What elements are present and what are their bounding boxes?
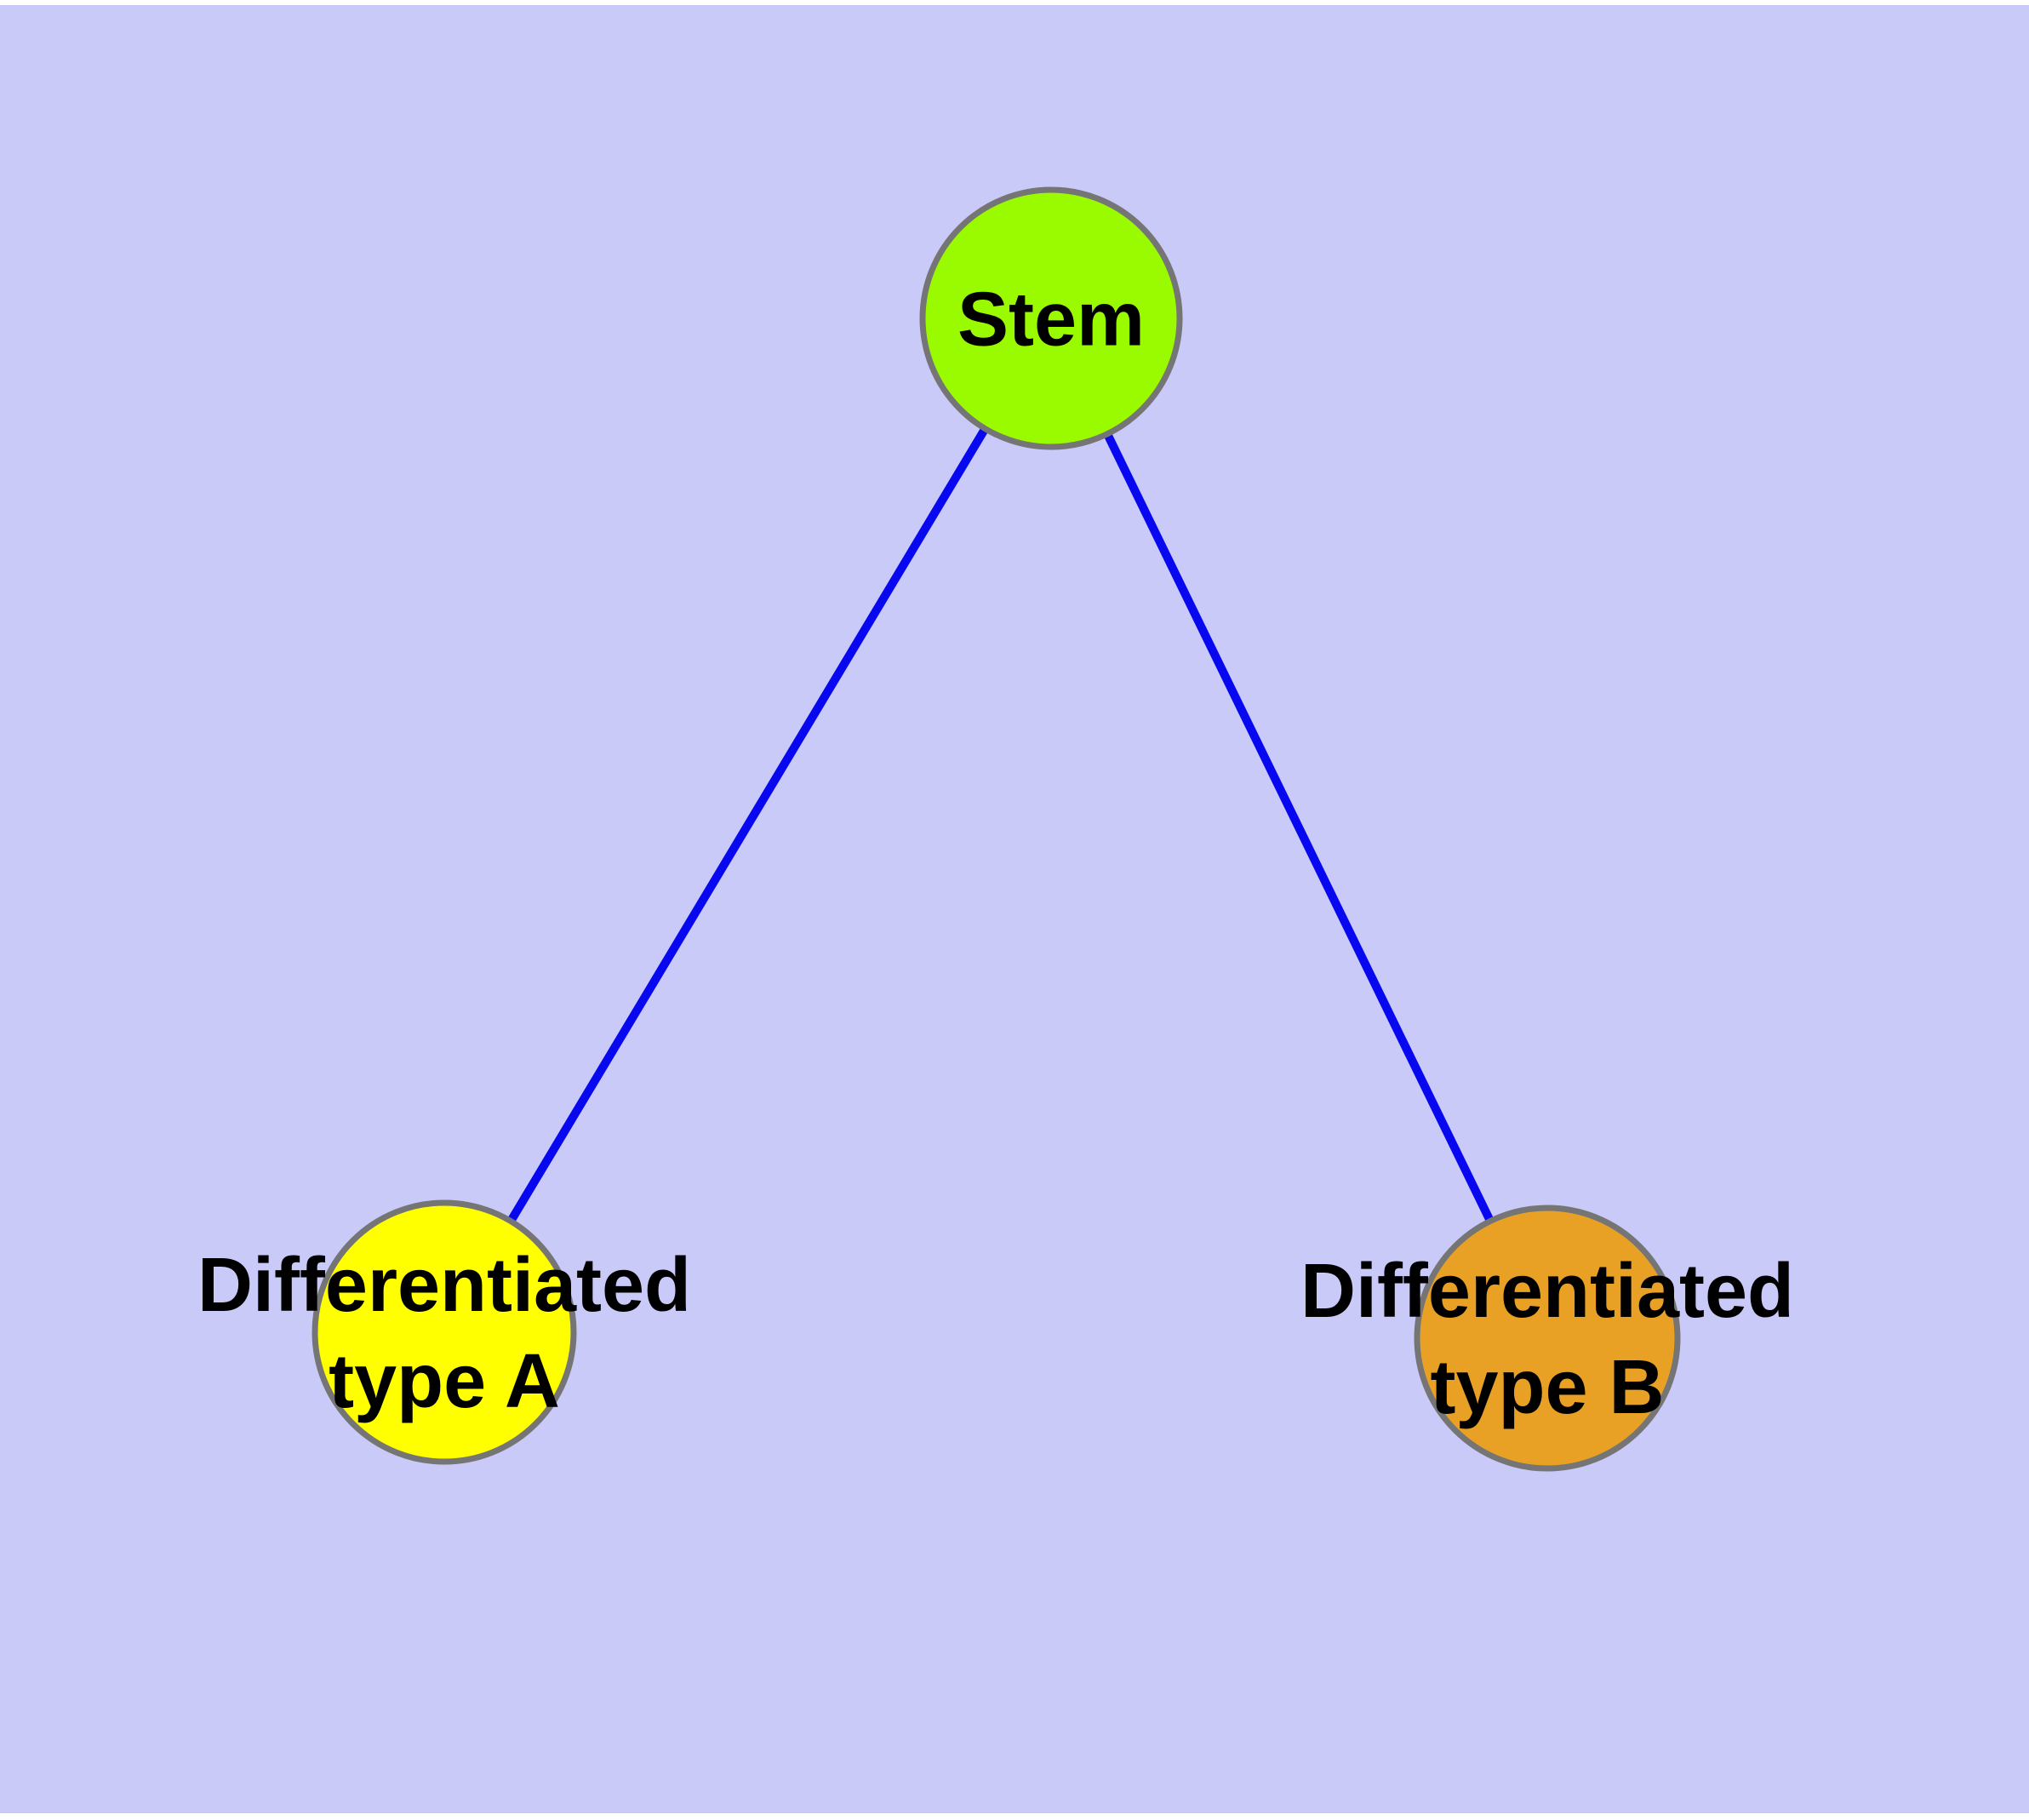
node-differentiated-type-a-label: Differentiated [197, 1243, 691, 1328]
node-differentiated-type-a-label: type A [329, 1339, 560, 1424]
node-differentiated-type-b-circle [1414, 1205, 1681, 1472]
edge-stem-to-differentiated-type-a [440, 316, 1055, 1335]
edge-stem-to-differentiated-type-b [1047, 316, 1552, 1341]
node-differentiated-type-b-label: type B [1430, 1345, 1664, 1430]
node-differentiated-type-b-label: Differentiated [1300, 1249, 1794, 1334]
node-differentiated-type-a-circle [311, 1199, 577, 1465]
node-stem-circle [919, 186, 1183, 450]
node-stem-label: Stem [957, 278, 1145, 363]
